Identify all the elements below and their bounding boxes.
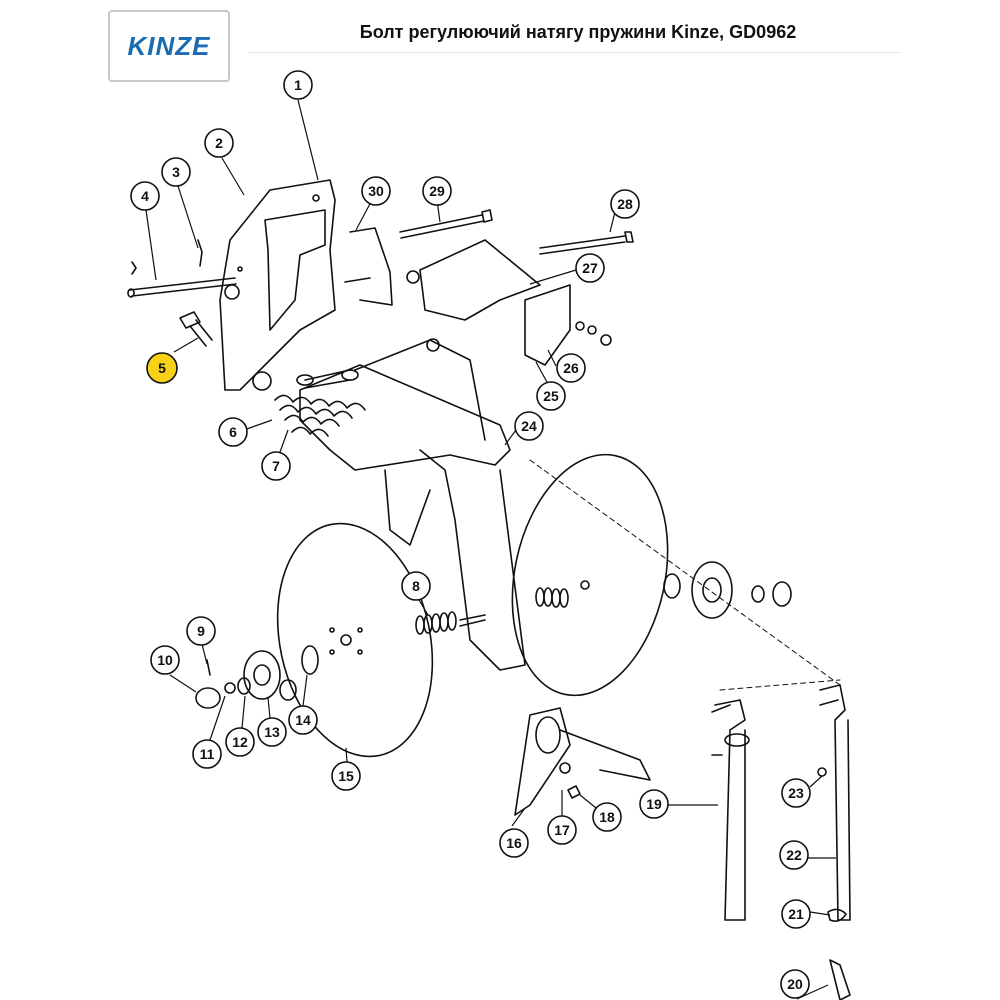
- seed-tube-parts: [514, 707, 651, 816]
- callout-6: 6: [218, 417, 248, 447]
- logo-text: KINZE: [127, 30, 211, 61]
- callout-22: 22: [779, 840, 809, 870]
- callout-9: 9: [186, 616, 216, 646]
- right-hub-parts: [663, 561, 792, 619]
- svg-text:1: 1: [294, 77, 302, 93]
- callout-26: 26: [556, 353, 586, 383]
- callout-18: 18: [592, 802, 622, 832]
- svg-text:24: 24: [521, 418, 537, 434]
- leader-lines: [145, 99, 836, 1000]
- svg-text:8: 8: [412, 578, 420, 594]
- callout-27: 27: [575, 253, 605, 283]
- kinze-logo: KINZE: [108, 10, 230, 82]
- title-divider: [248, 52, 900, 53]
- svg-text:27: 27: [582, 260, 598, 276]
- svg-text:21: 21: [788, 906, 804, 922]
- callout-7: 7: [261, 451, 291, 481]
- callout-20: 20: [780, 969, 810, 999]
- svg-text:30: 30: [368, 183, 384, 199]
- left-disc-part: [276, 522, 434, 758]
- right-disc-part: [511, 453, 669, 697]
- callout-24: 24: [514, 411, 544, 441]
- svg-text:9: 9: [197, 623, 205, 639]
- callout-17: 17: [547, 815, 577, 845]
- callout-10: 10: [150, 645, 180, 675]
- svg-text:5: 5: [158, 360, 166, 376]
- upper-bolts-parts: [344, 209, 634, 306]
- callout-21: 21: [781, 899, 811, 929]
- callout-28: 28: [610, 189, 640, 219]
- gauge-tube-parts: [711, 684, 851, 1000]
- callout-8: 8: [401, 571, 431, 601]
- svg-text:12: 12: [232, 734, 248, 750]
- svg-text:16: 16: [506, 835, 522, 851]
- callout-29: 29: [422, 176, 452, 206]
- svg-text:17: 17: [554, 822, 570, 838]
- svg-text:4: 4: [141, 188, 149, 204]
- page-title: Болт регулюючий натягу пружини Kinze, GD…: [359, 22, 797, 42]
- scraper-bracket-parts: [419, 239, 612, 366]
- svg-text:3: 3: [172, 164, 180, 180]
- callout-25: 25: [536, 381, 566, 411]
- assembly-axis-lines: [529, 459, 841, 691]
- callout-11: 11: [192, 739, 222, 769]
- callout-16: 16: [499, 828, 529, 858]
- callout-30: 30: [361, 176, 391, 206]
- svg-text:10: 10: [157, 652, 173, 668]
- svg-text:6: 6: [229, 424, 237, 440]
- callout-19: 19: [639, 789, 669, 819]
- adjusting-bolt-part: [179, 311, 213, 347]
- pin-part: [127, 239, 237, 298]
- callout-4: 4: [130, 181, 160, 211]
- callout-bubbles: 1 2 3 4 5 6 7 8 9 10 11 12 13 14 15 16 1…: [130, 70, 811, 999]
- callout-2: 2: [204, 128, 234, 158]
- side-plate-part: [219, 179, 336, 391]
- callout-12: 12: [225, 727, 255, 757]
- svg-text:23: 23: [788, 785, 804, 801]
- svg-text:11: 11: [200, 746, 215, 762]
- spring-part: [274, 394, 366, 437]
- svg-text:15: 15: [338, 768, 354, 784]
- svg-text:2: 2: [215, 135, 223, 151]
- callout-14: 14: [288, 705, 318, 735]
- svg-text:26: 26: [563, 360, 579, 376]
- callout-23: 23: [781, 778, 811, 808]
- washer-stack-part: [415, 587, 569, 635]
- svg-text:13: 13: [264, 724, 280, 740]
- main-frame-part: [296, 339, 526, 671]
- left-hub-parts: [195, 645, 319, 709]
- callout-3: 3: [161, 157, 191, 187]
- callout-1: 1: [283, 70, 313, 100]
- svg-text:29: 29: [429, 183, 445, 199]
- callout-15: 15: [331, 761, 361, 791]
- svg-text:20: 20: [787, 976, 803, 992]
- svg-text:25: 25: [543, 388, 559, 404]
- svg-text:7: 7: [272, 458, 280, 474]
- svg-text:22: 22: [786, 847, 802, 863]
- svg-text:18: 18: [599, 809, 615, 825]
- svg-text:19: 19: [646, 796, 662, 812]
- svg-text:28: 28: [617, 196, 633, 212]
- callout-5-highlighted: 5: [146, 352, 178, 384]
- svg-text:14: 14: [295, 712, 311, 728]
- callout-13: 13: [257, 717, 287, 747]
